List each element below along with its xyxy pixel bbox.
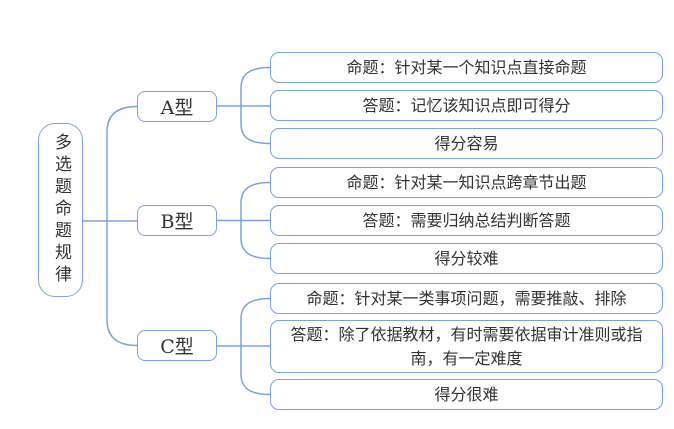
branch-label: B型	[160, 211, 194, 233]
root-label: 多选题命题规律	[51, 133, 71, 287]
leaf-label: 答题：需要归纳总结判断答题	[362, 210, 571, 230]
branch-node-type-a[interactable]: A型	[137, 91, 217, 122]
leaf-label: 命题：针对某一个知识点直接命题	[346, 57, 587, 77]
leaf-label: 答题：记忆该知识点即可得分	[362, 95, 571, 115]
leaf-node-a-answering[interactable]: 答题：记忆该知识点即可得分	[270, 90, 663, 121]
leaf-node-b-scoring[interactable]: 得分较难	[270, 243, 663, 274]
leaf-label: 命题：针对某一知识点跨章节出题	[346, 172, 587, 192]
connector-type-a-trunk	[240, 66, 271, 145]
branch-label: A型	[160, 97, 194, 119]
leaf-label: 答题：除了依据教材，有时需要依据审计准则或指南，有一定难度	[290, 324, 643, 368]
root-node[interactable]: 多选题命题规律	[38, 123, 83, 297]
leaf-label: 得分容易	[434, 133, 499, 153]
leaf-node-a-scoring[interactable]: 得分容易	[270, 128, 663, 159]
leaf-label: 命题：针对某一类事项问题，需要推敲、排除	[306, 288, 627, 308]
connector-root-trunk	[106, 105, 138, 347]
leaf-node-a-proposition[interactable]: 命题：针对某一个知识点直接命题	[270, 52, 663, 83]
leaf-node-b-answering[interactable]: 答题：需要归纳总结判断答题	[270, 205, 663, 236]
leaf-node-c-scoring[interactable]: 得分很难	[270, 379, 663, 410]
connector-type-b-trunk	[240, 181, 271, 260]
connector-type-c-trunk	[240, 297, 271, 396]
branch-label: C型	[160, 336, 194, 358]
branch-node-type-b[interactable]: B型	[137, 205, 217, 236]
leaf-node-b-proposition[interactable]: 命题：针对某一知识点跨章节出题	[270, 167, 663, 198]
leaf-label: 得分很难	[434, 384, 499, 404]
leaf-node-c-answering[interactable]: 答题：除了依据教材，有时需要依据审计准则或指南，有一定难度	[270, 320, 663, 373]
branch-node-type-c[interactable]: C型	[137, 330, 217, 361]
leaf-node-c-proposition[interactable]: 命题：针对某一类事项问题，需要推敲、排除	[270, 283, 663, 314]
leaf-label: 得分较难	[434, 248, 499, 268]
